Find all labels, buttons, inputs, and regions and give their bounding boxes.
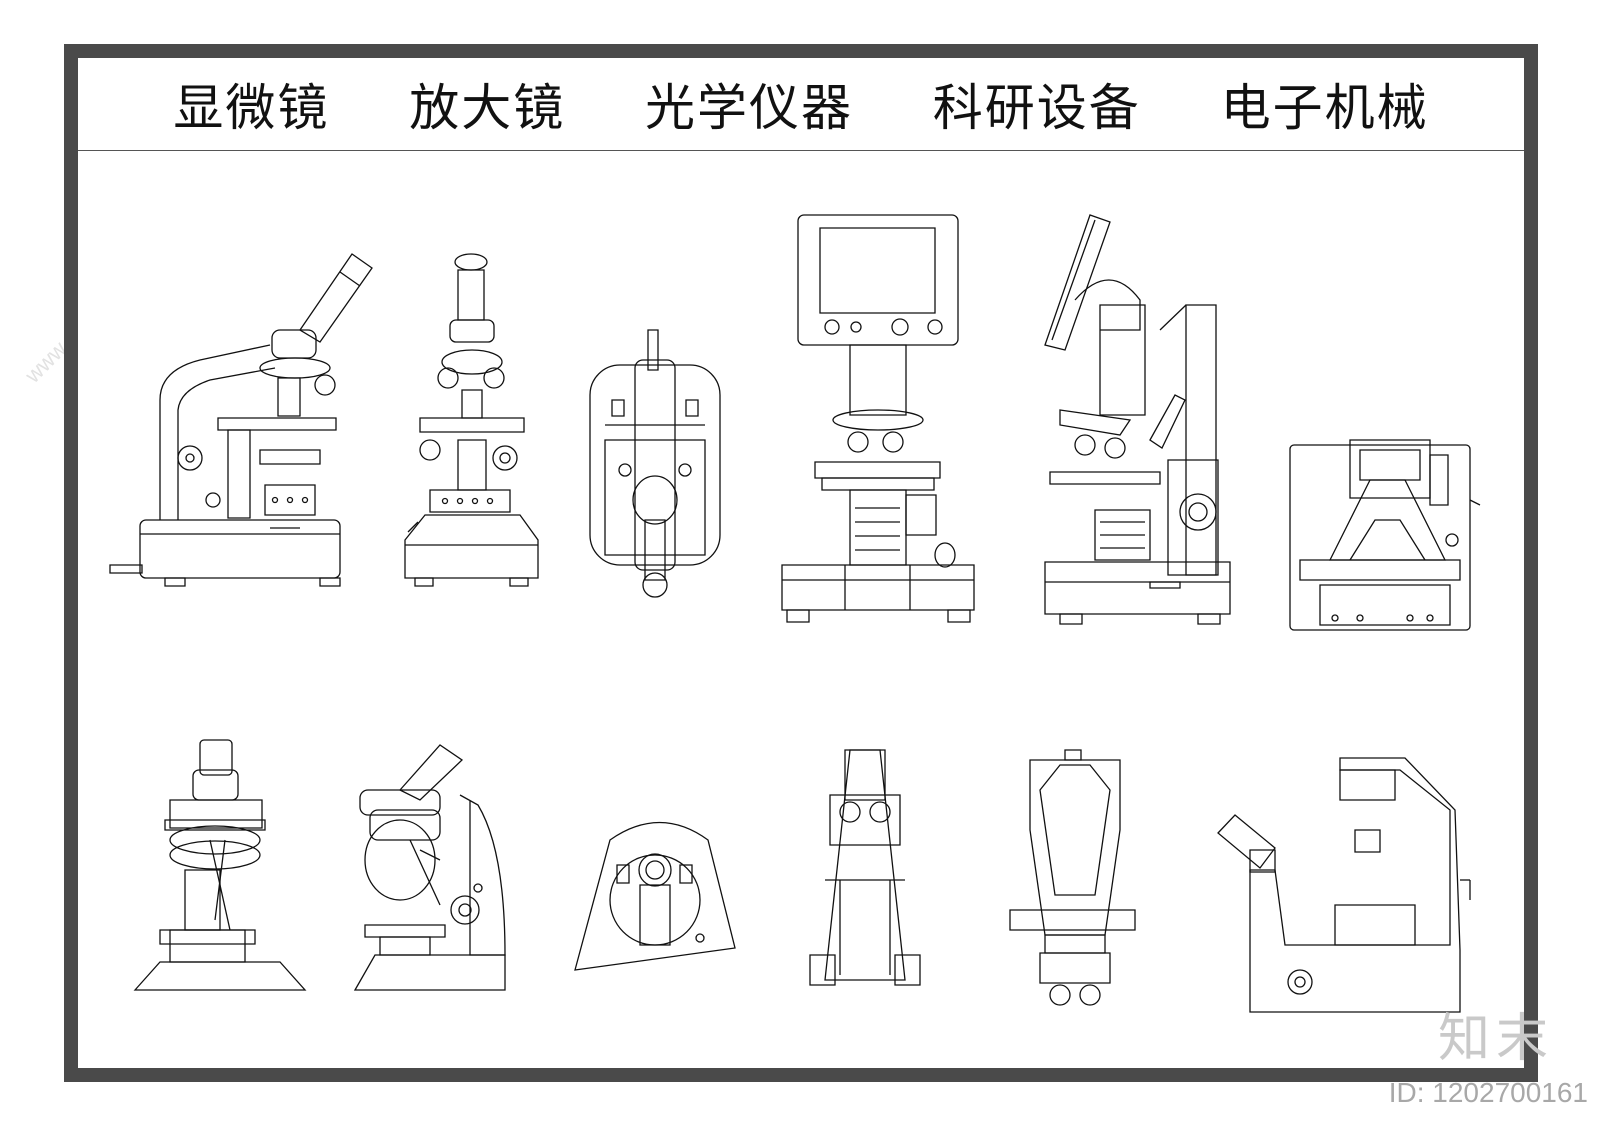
binocular-microscope-side-view (1218, 758, 1470, 1012)
student-microscope-front-view (135, 740, 305, 990)
student-microscope-side-view (355, 745, 505, 990)
drawing-frame: 显微镜 放大镜 光学仪器 科研设备 电子机械 (64, 44, 1538, 1082)
student-microscope-top-view (575, 823, 735, 971)
image-id-watermark: ID: 1202700161 (1388, 1077, 1588, 1108)
binocular-microscope-back-view (1010, 750, 1135, 1005)
zhimo-logo-watermark: 知末 (1437, 1009, 1554, 1069)
monocular-microscope-side-view (110, 254, 372, 586)
binocular-microscope-front-view (810, 750, 920, 985)
lcd-digital-microscope-top-view (1290, 440, 1480, 630)
monocular-microscope-front-view (405, 254, 538, 586)
monocular-microscope-top-view (590, 330, 720, 597)
title-bar: 显微镜 放大镜 光学仪器 科研设备 电子机械 (78, 58, 1524, 151)
lcd-digital-microscope-front-view (782, 215, 974, 622)
page-title: 显微镜 放大镜 光学仪器 科研设备 电子机械 (173, 79, 1429, 137)
lcd-digital-microscope-side-view (1045, 215, 1230, 624)
